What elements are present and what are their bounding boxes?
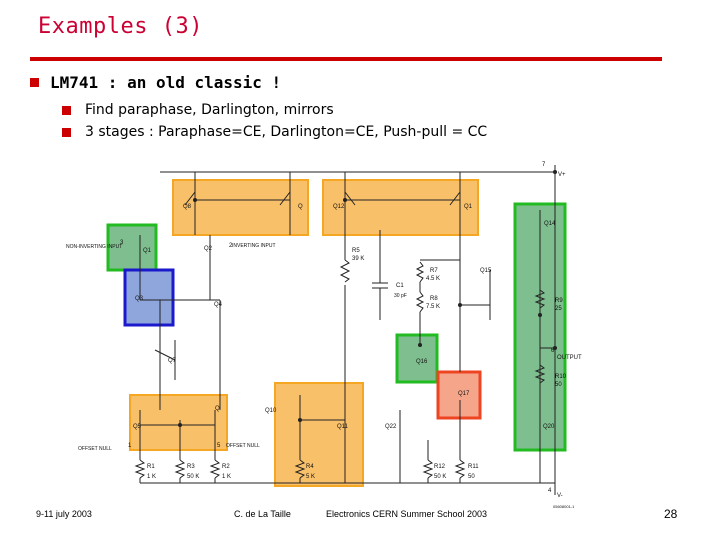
- label-q6: Q: [215, 406, 220, 412]
- label-r2v: 1 K: [222, 474, 231, 480]
- bullet-text: LM741 : an old classic !: [50, 73, 282, 92]
- label-q3: Q3: [135, 296, 144, 302]
- label-pin6: 6: [551, 348, 555, 354]
- label-r8: R8: [430, 296, 438, 302]
- label-c1: C1: [396, 283, 404, 289]
- label-r8v: 7.5 K: [426, 304, 440, 310]
- label-r3v: 50 K: [187, 474, 199, 480]
- paraphase-transistor-box: [123, 268, 175, 327]
- label-r12: R12: [434, 464, 446, 470]
- label-q15: Q16: [416, 359, 428, 365]
- sub-bullet-text: Find paraphase, Darlington, mirrors: [85, 102, 334, 118]
- current-mirror-box: [129, 394, 228, 451]
- label-pin2: 2: [229, 243, 233, 249]
- label-r4: R4: [306, 464, 314, 470]
- slide-title: Examples (3): [38, 14, 203, 39]
- sub-bullet-marker: [62, 106, 71, 115]
- label-q14: Q14: [544, 221, 556, 227]
- sub-bullet-text: 3 stages : Paraphase=CE, Darlington=CE, …: [85, 124, 488, 140]
- darlington-box: [436, 370, 482, 420]
- current-mirror-box: [172, 179, 309, 236]
- lm741-schematic: Q8 Q Q12 Q1 Q14 Q1 Q2 Q3 Q4 Q7 Q5 Q Q10 …: [66, 162, 582, 509]
- label-r11: R11: [468, 464, 479, 470]
- footer-date: 9-11 july 2003: [36, 509, 92, 519]
- label-output: OUTPUT: [557, 355, 582, 361]
- bullet-marker: [30, 78, 39, 87]
- label-r9: R9: [555, 298, 563, 304]
- label-q9: Q: [298, 204, 303, 210]
- label-q4: Q4: [214, 302, 223, 308]
- label-r7v: 4.5 K: [426, 276, 440, 282]
- label-r10: R10: [555, 374, 567, 380]
- label-inverting: INVERTING INPUT: [232, 243, 276, 249]
- label-r4v: 5 K: [306, 474, 315, 480]
- label-r5v: 39 K: [352, 256, 364, 262]
- label-q11: Q11: [337, 424, 349, 430]
- label-r12v: 50 K: [434, 474, 446, 480]
- label-r1: R1: [147, 464, 155, 470]
- label-pin7: 7: [542, 162, 546, 168]
- label-q20: Q20: [543, 424, 555, 430]
- label-q17: Q17: [458, 391, 470, 397]
- label-code: 05608001-1: [553, 504, 575, 509]
- label-c1v: 30 pF: [394, 293, 407, 299]
- label-noninverting: NON-INVERTING INPUT: [66, 244, 122, 250]
- label-r5: R5: [352, 248, 360, 254]
- label-q1: Q1: [143, 248, 152, 254]
- label-q13: Q1: [464, 204, 473, 210]
- label-r11v: 50: [468, 474, 475, 480]
- label-offset-null-2: OFFSET NULL: [226, 443, 260, 449]
- sub-bullet-marker: [62, 128, 71, 137]
- footer-author: C. de La Taille: [234, 509, 291, 519]
- label-r9v: 25: [555, 306, 562, 312]
- label-q2: Q2: [204, 246, 213, 252]
- current-mirror-box: [274, 382, 364, 487]
- label-pin4: 4: [548, 488, 552, 494]
- label-q15b: Q15: [480, 268, 492, 274]
- label-pin5: 5: [217, 443, 221, 449]
- footer-event: Electronics CERN Summer School 2003: [326, 509, 488, 519]
- label-r2: R2: [222, 464, 230, 470]
- label-vplus: V+: [558, 172, 566, 178]
- title-divider: [30, 57, 662, 61]
- label-q22: Q22: [385, 424, 397, 430]
- label-pin1: 1: [128, 443, 132, 449]
- label-pin3: 3: [120, 240, 124, 246]
- label-q12: Q12: [333, 204, 345, 210]
- label-r3: R3: [187, 464, 195, 470]
- label-offset-null: OFFSET NULL: [78, 446, 112, 452]
- label-r7: R7: [430, 268, 438, 274]
- label-q8: Q8: [183, 204, 192, 210]
- label-r10v: 50: [555, 382, 562, 388]
- label-vminus: V-: [557, 493, 563, 499]
- q15-box: [395, 333, 439, 384]
- label-q7: Q7: [168, 358, 177, 364]
- page-number: 28: [664, 507, 678, 521]
- current-mirror-box: [322, 179, 479, 236]
- label-q10: Q10: [265, 408, 277, 414]
- label-q5: Q5: [133, 424, 142, 430]
- label-r1v: 1 K: [147, 474, 156, 480]
